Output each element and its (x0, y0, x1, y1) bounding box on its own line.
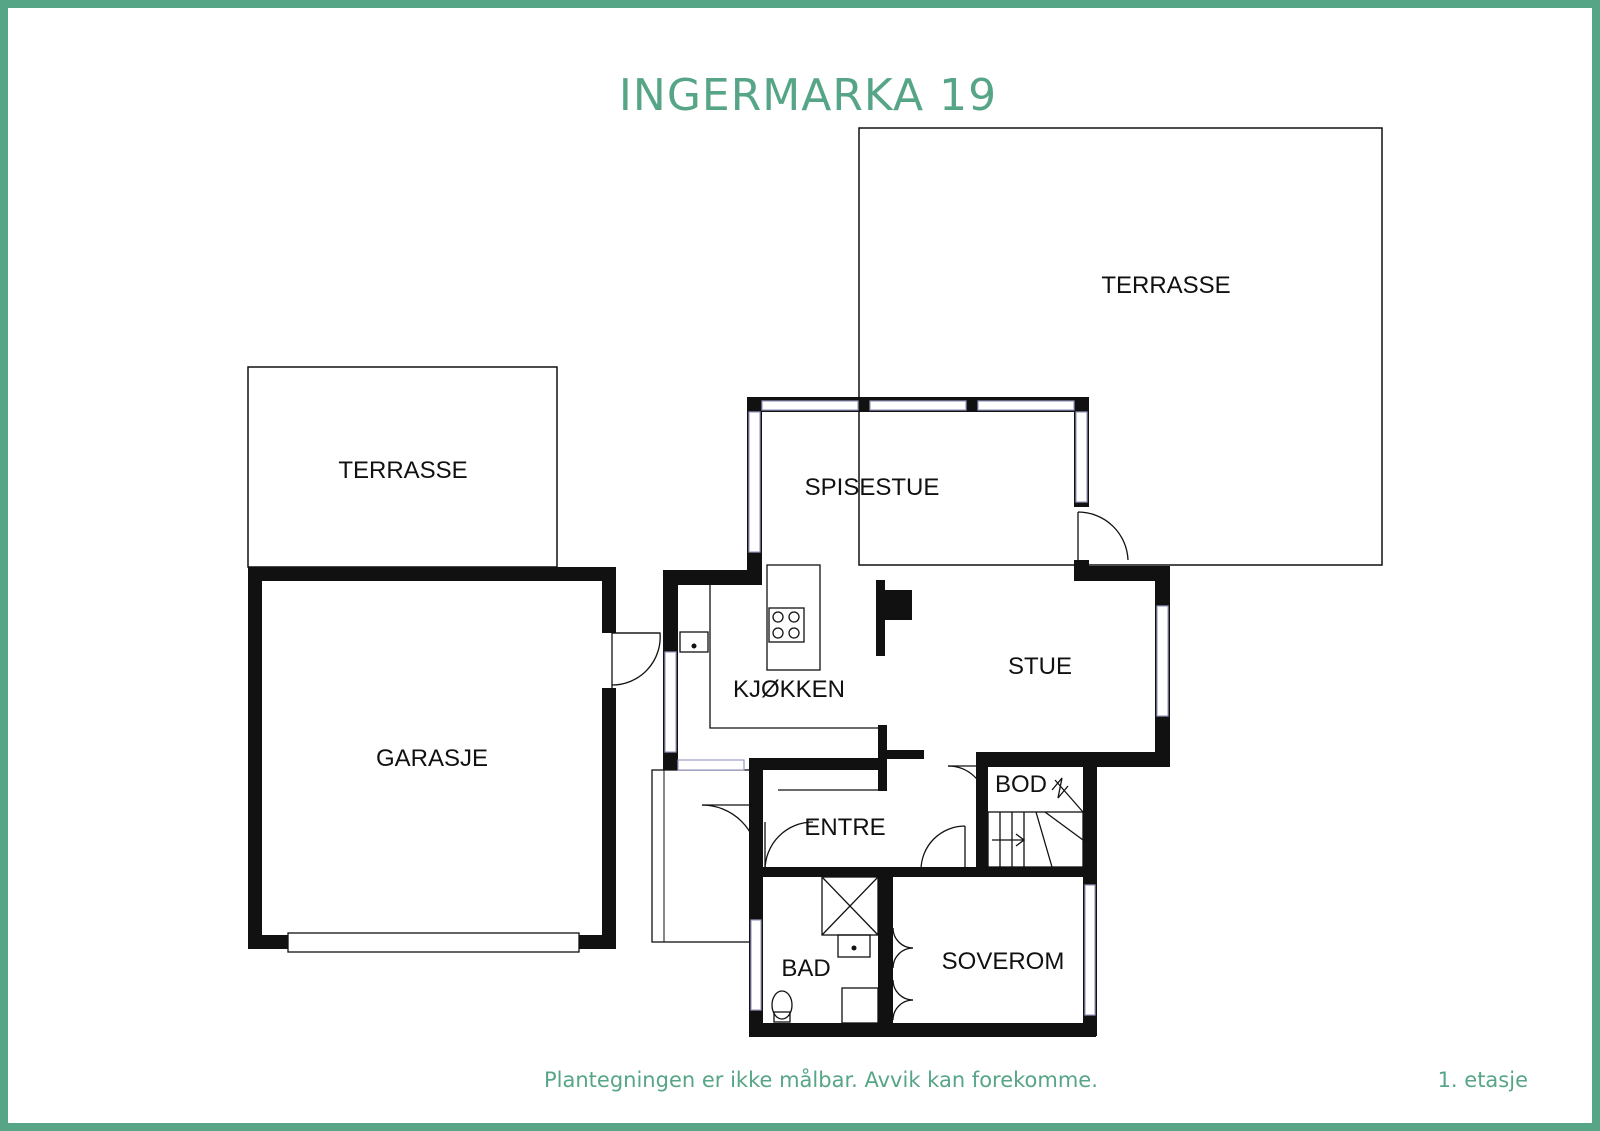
room-label-stue: STUE (1008, 653, 1072, 680)
room-label-terrasse-small: TERRASSE (338, 457, 467, 484)
room-label-terrasse-large: TERRASSE (1101, 272, 1230, 299)
room-label-spisestue: SPISESTUE (805, 474, 940, 501)
room-label-soverom: SOVEROM (942, 948, 1065, 975)
terrace-large (858, 127, 1383, 566)
windows (664, 400, 1169, 1016)
stairs (987, 777, 1084, 868)
room-label-entre: ENTRE (804, 814, 885, 841)
room-label-bad: BAD (781, 955, 830, 982)
bathroom-fixtures (771, 876, 879, 1024)
garage-door (287, 932, 580, 953)
room-label-kjokken: KJØKKEN (733, 676, 845, 703)
doors (701, 511, 1129, 1021)
entry-step (651, 769, 753, 943)
disclaimer-note: Plantegningen er ikke målbar. Avvik kan … (544, 1068, 1098, 1092)
garage-side-door (611, 632, 661, 690)
page-title: INGERMARKA 19 (618, 70, 998, 121)
room-label-garasje: GARASJE (376, 745, 488, 772)
kitchen-counters (679, 564, 880, 729)
floor-label: 1. etasje (1437, 1068, 1528, 1092)
floor-plan: .win { fill: #ffffff; stroke: #9a9cc4; s… (247, 127, 1383, 1037)
room-label-bod: BOD (995, 771, 1047, 798)
